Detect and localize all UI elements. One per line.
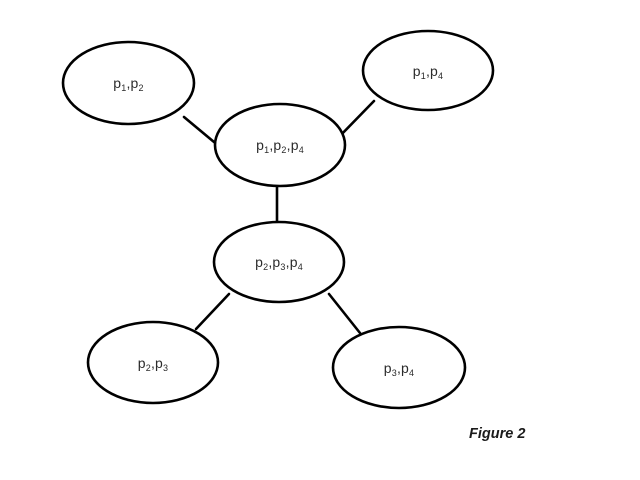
edge-p2p3p4--p2p3: [194, 292, 231, 331]
node-p3-p4-ellipse[interactable]: [331, 325, 467, 410]
figure-caption: Figure 2: [469, 426, 526, 442]
node-p1-p2-ellipse[interactable]: [61, 40, 196, 126]
node-p2-p3-label: p2,p3: [137, 354, 169, 373]
node-p1-p2-p4-ellipse[interactable]: [213, 102, 347, 188]
node-p3-p4-label: p3,p4: [383, 359, 415, 378]
node-p1-p2-label: p1,p2: [113, 75, 144, 93]
node-p1-p4-ellipse[interactable]: [361, 29, 495, 112]
node-p2-p3-ellipse[interactable]: [86, 320, 220, 405]
node-p2-p3-p4-label: p2,p3,p4: [255, 254, 303, 272]
node-p1-p4-label: p1,p4: [412, 62, 444, 81]
edge-p2p3p4--p3p4: [327, 292, 362, 335]
nodes-group: [61, 29, 495, 410]
node-p2-p3-p4-ellipse[interactable]: [212, 220, 346, 304]
node-p1-p2-p4-label: p1,p2,p4: [256, 137, 304, 155]
